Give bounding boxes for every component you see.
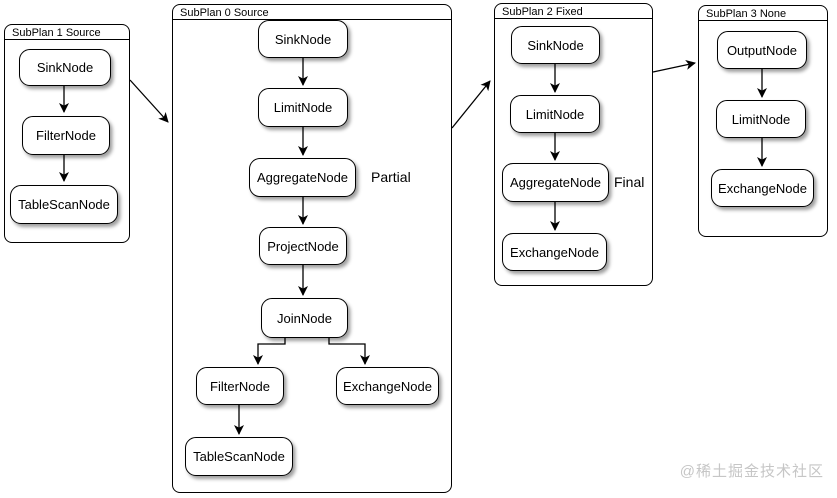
edge-subplan1-subplan0 xyxy=(129,79,169,123)
edge-subplan0-subplan2 xyxy=(451,80,491,129)
node-exchangenode: ExchangeNode xyxy=(502,233,607,271)
subplan-1-group: SubPlan 1 Source SinkNode FilterNode Tab… xyxy=(4,24,130,243)
node-limitnode: LimitNode xyxy=(510,95,600,133)
node-filternode: FilterNode xyxy=(22,116,110,155)
node-tablescannode: TableScanNode xyxy=(10,185,118,224)
subplan-3-title: SubPlan 3 None xyxy=(699,6,827,21)
node-limitnode: LimitNode xyxy=(716,100,806,138)
subplan-2-group: SubPlan 2 Fixed SinkNode LimitNode Aggre… xyxy=(494,3,653,286)
annotation-final: Final xyxy=(614,174,645,190)
subplan-2-title: SubPlan 2 Fixed xyxy=(495,4,652,19)
subplan-1-title: SubPlan 1 Source xyxy=(5,25,129,40)
annotation-partial: Partial xyxy=(371,169,411,185)
node-outputnode: OutputNode xyxy=(717,31,807,69)
subplan-0-group: SubPlan 0 Source SinkNode LimitNode Aggr… xyxy=(172,4,452,493)
node-projectnode: ProjectNode xyxy=(259,227,347,265)
node-exchangenode: ExchangeNode xyxy=(711,169,814,207)
node-joinnode: JoinNode xyxy=(261,298,348,338)
node-sinknode: SinkNode xyxy=(511,26,600,64)
node-sinknode: SinkNode xyxy=(19,49,111,86)
node-aggregatenode: AggregateNode xyxy=(502,163,609,202)
node-sinknode: SinkNode xyxy=(258,20,348,58)
node-aggregatenode: AggregateNode xyxy=(249,158,356,197)
node-exchangenode: ExchangeNode xyxy=(336,367,439,405)
node-filternode: FilterNode xyxy=(196,367,284,405)
watermark: @稀土掘金技术社区 xyxy=(679,463,824,480)
subplan-0-title: SubPlan 0 Source xyxy=(173,5,451,20)
node-limitnode: LimitNode xyxy=(258,88,348,127)
edge-subplan2-subplan3 xyxy=(652,59,696,73)
subplan-3-group: SubPlan 3 None OutputNode LimitNode Exch… xyxy=(698,5,828,237)
node-tablescannode: TableScanNode xyxy=(185,437,293,476)
